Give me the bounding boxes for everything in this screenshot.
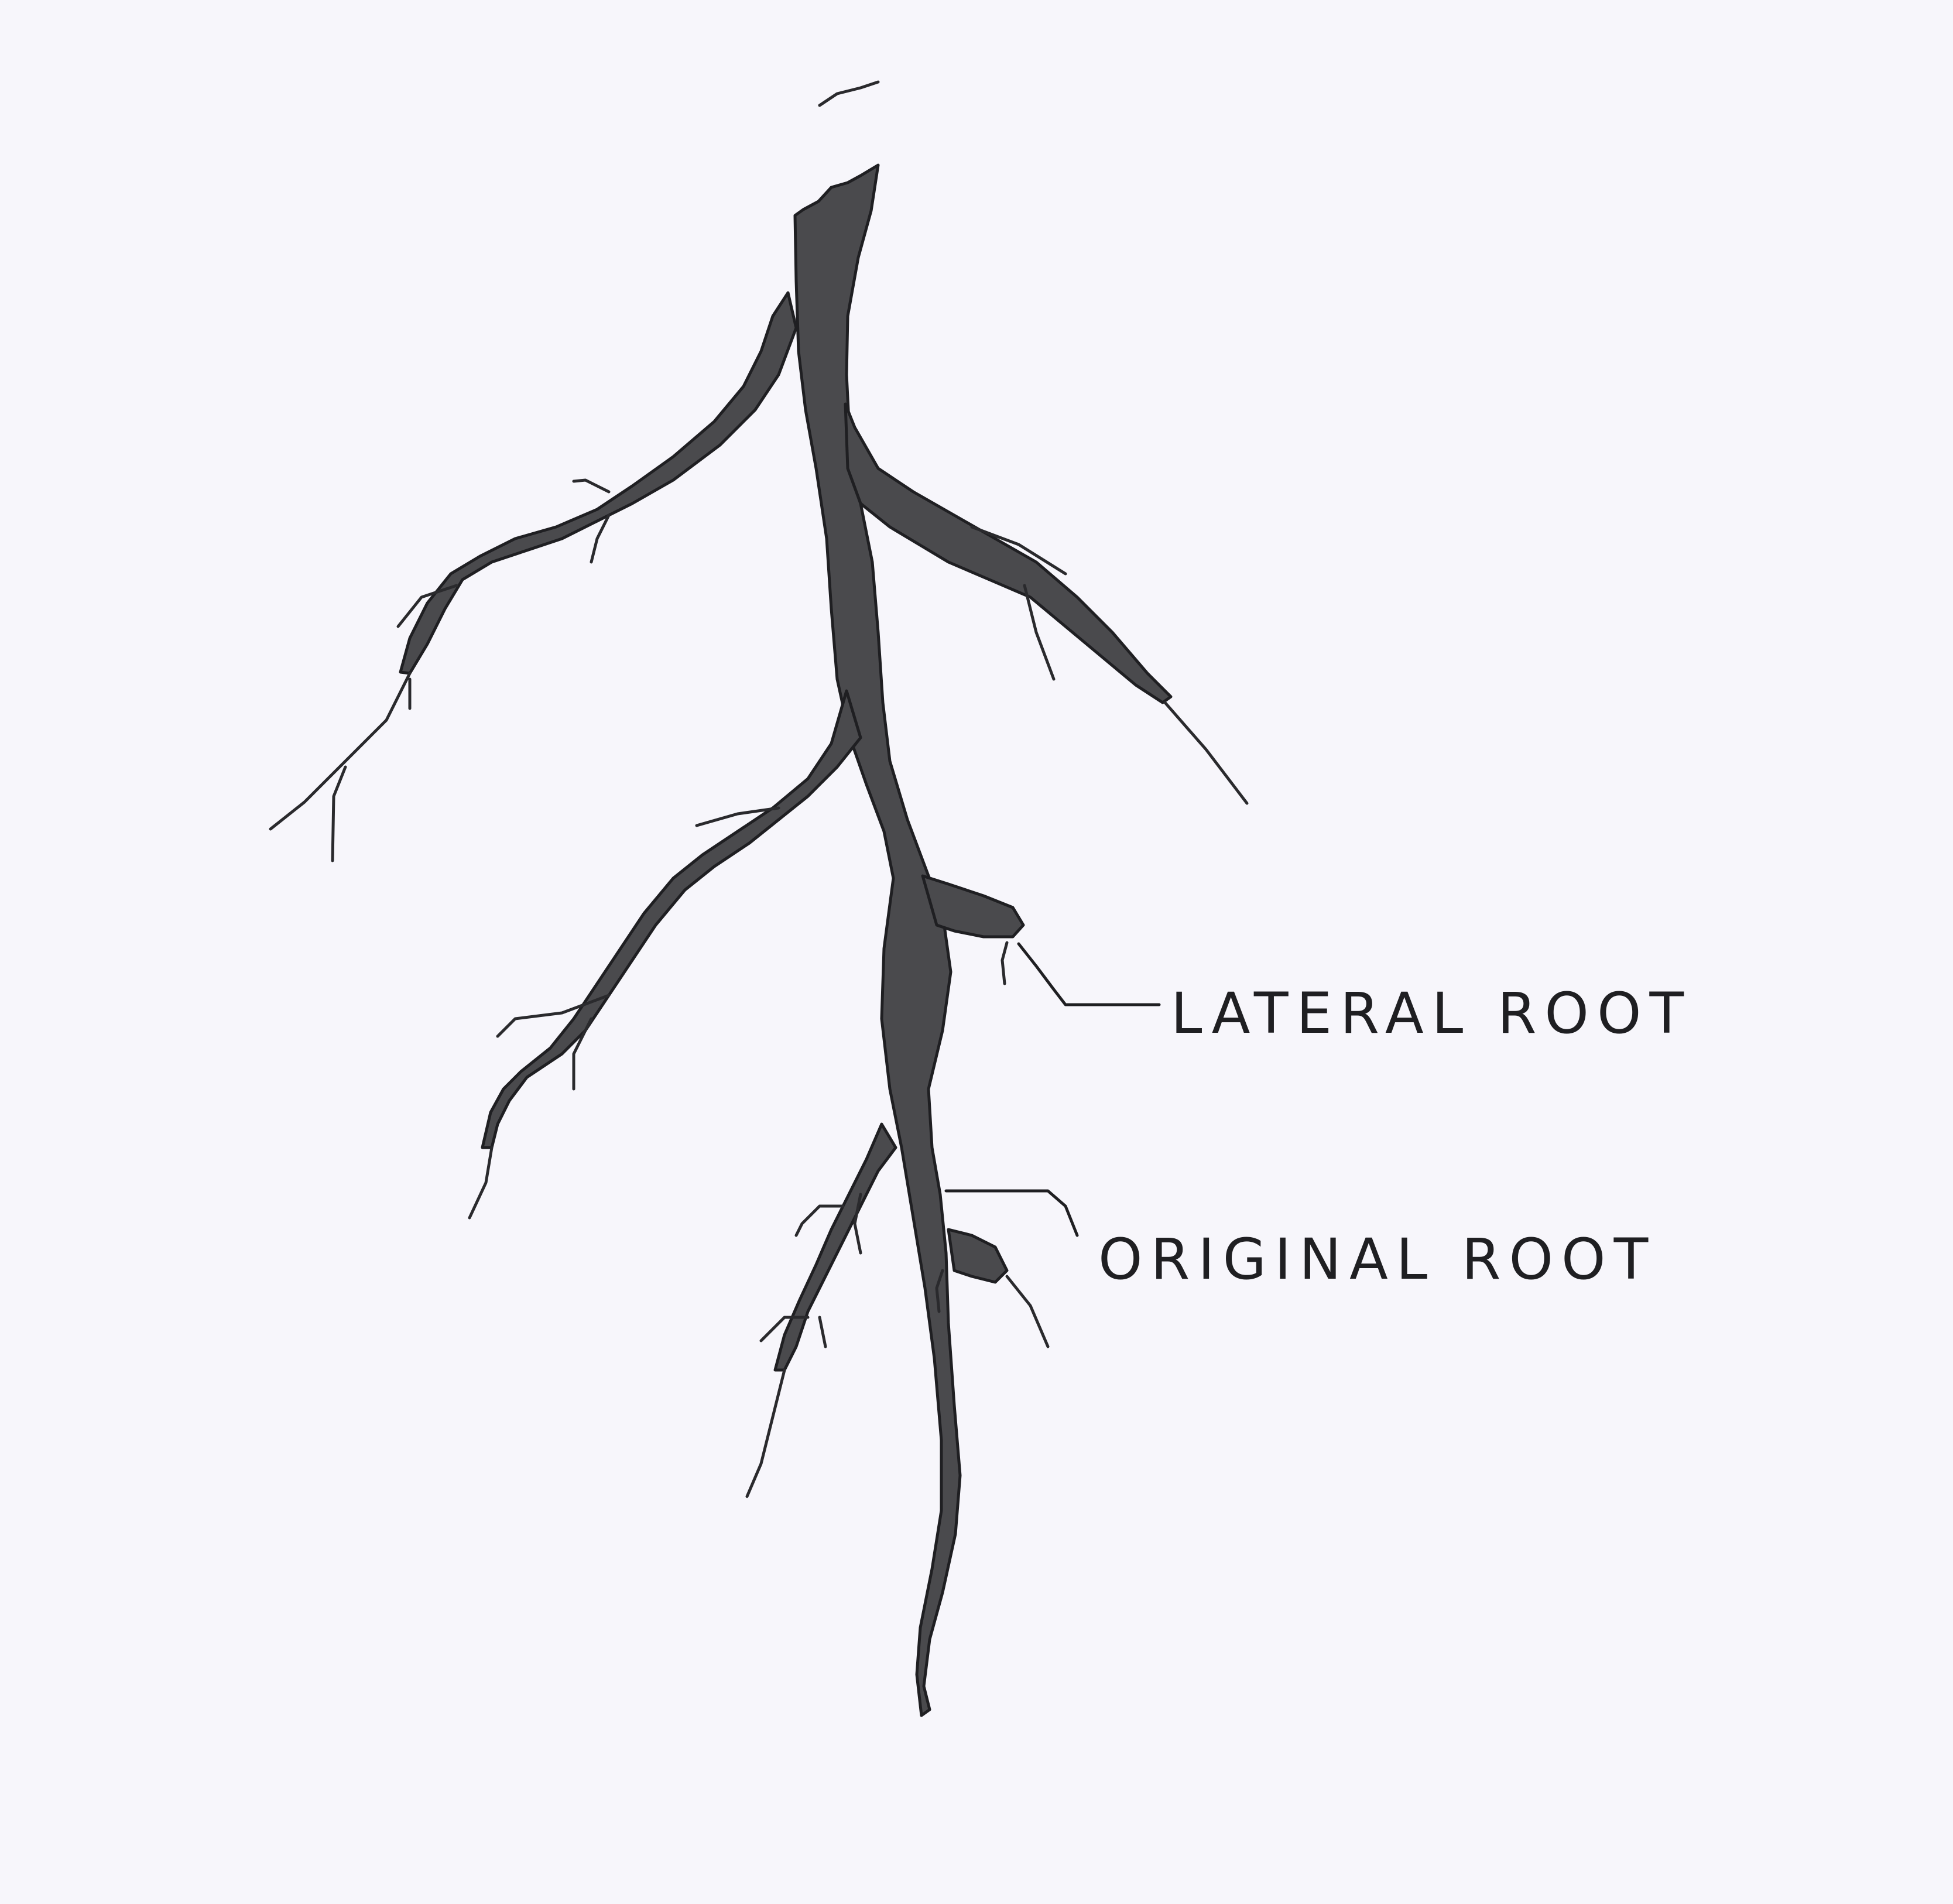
root-hair-10 [1163, 701, 1249, 805]
root-hair-9 [1023, 584, 1056, 681]
lateral-root-label: LATERAL ROOT [1171, 981, 1692, 1046]
original-root-label: ORIGINAL ROOT [1098, 1227, 1656, 1292]
root-hair-17 [853, 1193, 862, 1255]
root-hair-4 [396, 584, 458, 628]
lateral-root-lower-right [947, 1228, 1009, 1284]
root-hair-14 [468, 1146, 494, 1220]
root-top-hair-1 [818, 80, 880, 107]
root-hair-18 [759, 1316, 810, 1343]
lateral-root-upper-left [399, 291, 798, 675]
root-hairs [269, 80, 1249, 1498]
root-hair-22 [935, 1269, 944, 1313]
root-hair-5 [269, 672, 412, 831]
lateral-root-lower-left [773, 1122, 897, 1372]
root-hair-8 [970, 525, 1067, 576]
lateral-root-leader-line [1017, 942, 1161, 1006]
root-hair-15 [1001, 941, 1009, 985]
root-hair-2 [572, 478, 611, 494]
root-hair-7 [331, 765, 347, 862]
root-hair-19 [818, 1316, 827, 1348]
root-hair-13 [572, 1017, 593, 1091]
root-hair-11 [695, 806, 780, 827]
root-hair-3 [590, 513, 611, 564]
root-hair-20 [745, 1368, 786, 1498]
original-root-shape [793, 163, 962, 1717]
lateral-root-stub [921, 874, 1025, 939]
lateral-root-middle-left [481, 689, 862, 1149]
lateral-root-upper-right [844, 402, 1173, 704]
original-root-leader-line [944, 1189, 1079, 1237]
root-hair-16 [794, 1204, 845, 1237]
root-hair-12 [496, 994, 611, 1038]
root-hair-21 [1005, 1275, 1050, 1348]
